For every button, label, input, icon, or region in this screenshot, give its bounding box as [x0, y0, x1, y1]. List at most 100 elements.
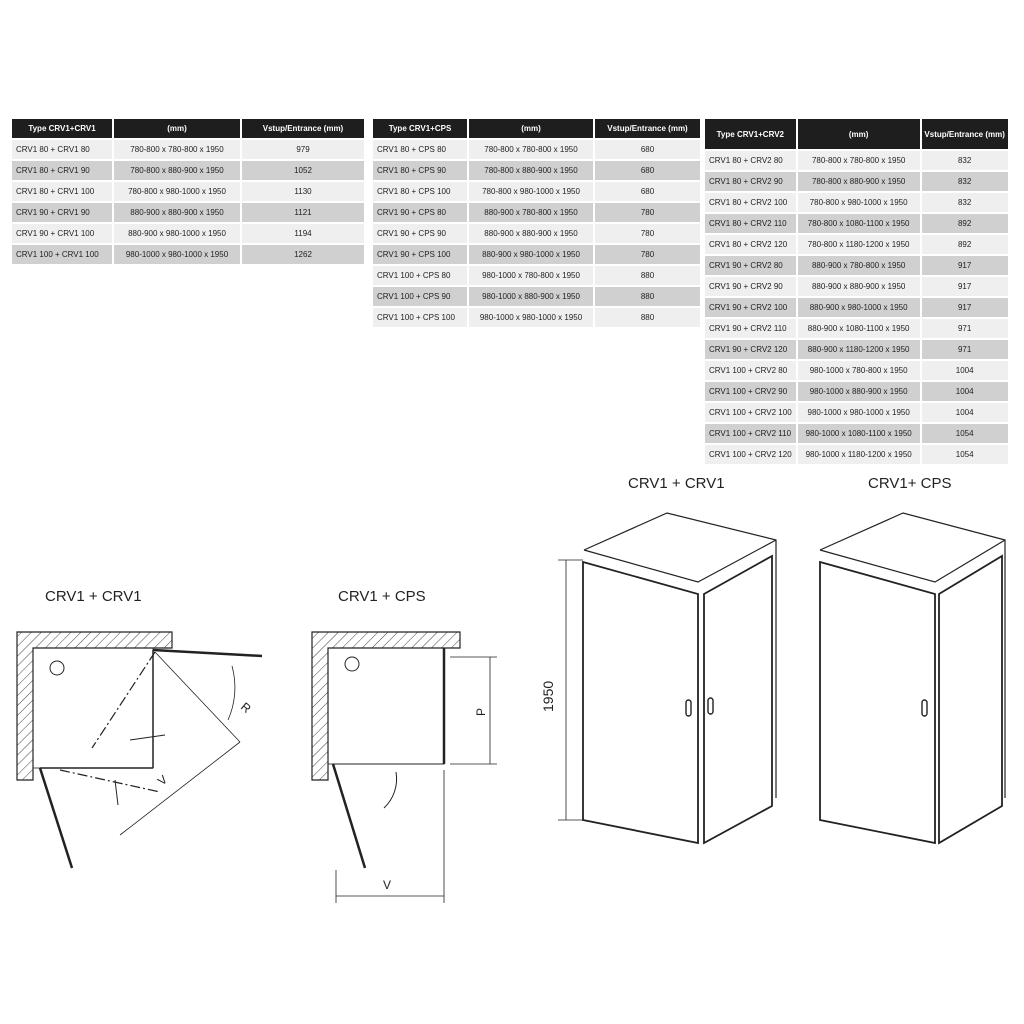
table-cell: 880-900 x 980-1000 x 1950: [797, 298, 920, 317]
table-cell: 880-900 x 880-900 x 1950: [797, 277, 920, 296]
table-cell: 780-800 x 780-800 x 1950: [797, 151, 920, 170]
table-cell: 979: [242, 140, 364, 159]
table-cell: 892: [921, 235, 1008, 254]
table-cell: 832: [921, 172, 1008, 191]
table-cell: 1004: [921, 361, 1008, 380]
iso-crv1-cps: CRV1+ CPS: [819, 475, 1006, 845]
table-crv1-crv1: Type CRV1+CRV1(mm)Vstup/Entrance (mm)CRV…: [10, 117, 366, 266]
column-header: (mm): [469, 119, 593, 138]
front-right-panel: [703, 554, 773, 845]
table-cell: 1004: [921, 382, 1008, 401]
top-front-edges-2: [819, 539, 1006, 583]
table-cell: 917: [921, 256, 1008, 275]
table-cell: 1194: [242, 224, 364, 243]
column-header: Vstup/Entrance (mm): [242, 119, 364, 138]
label-v2: V: [383, 878, 391, 892]
table-cell: 880-900 x 880-900 x 1950: [469, 224, 593, 243]
door-left: [38, 767, 74, 869]
dimension-line: [154, 651, 241, 743]
table-crv1-cps: Type CRV1+CPS(mm)Vstup/Entrance (mm)CRV1…: [371, 117, 702, 329]
table-cell: 1121: [242, 203, 364, 222]
table-cell: CRV1 90 + CPS 80: [373, 203, 467, 222]
table-cell: 980-1000 x 780-800 x 1950: [469, 266, 593, 285]
swing-arc: [227, 665, 236, 721]
table-cell: 832: [921, 193, 1008, 212]
plan-crv1-crv1: CRV1 + CRV1 R V: [16, 588, 263, 869]
plan-crv1-cps: CRV1 + CPS P V: [311, 588, 497, 903]
table-cell: 880-900 x 1080-1100 x 1950: [797, 319, 920, 338]
label-v: V: [155, 772, 170, 788]
iso-right-title: CRV1+ CPS: [868, 475, 952, 492]
table-cell: 880: [595, 308, 700, 327]
table-cell: 980-1000 x 880-900 x 1950: [469, 287, 593, 306]
table-cell: 980-1000 x 980-1000 x 1950: [114, 245, 240, 264]
wall-hatch: [16, 631, 173, 781]
table-cell: 880-900 x 880-900 x 1950: [114, 203, 240, 222]
table-cell: 917: [921, 298, 1008, 317]
table-cell: CRV1 80 + CPS 100: [373, 182, 467, 201]
table-cell: CRV1 90 + CRV1 100: [12, 224, 112, 243]
table-cell: CRV1 100 + CRV2 80: [705, 361, 796, 380]
label-r: R: [238, 700, 254, 717]
side-panel: [938, 554, 1003, 845]
dash-line-2: [59, 769, 161, 793]
top-front-edges: [583, 539, 777, 583]
table-cell: 1052: [242, 161, 364, 180]
table-cell: 1262: [242, 245, 364, 264]
table-cell: CRV1 80 + CRV1 80: [12, 140, 112, 159]
door-panel: [819, 560, 936, 845]
table-cell: 980-1000 x 880-900 x 1950: [797, 382, 920, 401]
table-cell: 971: [921, 319, 1008, 338]
table-cell: 832: [921, 151, 1008, 170]
table-cell: CRV1 80 + CRV1 90: [12, 161, 112, 180]
table-cell: 780: [595, 224, 700, 243]
table-cell: CRV1 80 + CRV1 100: [12, 182, 112, 201]
table-cell: 780-800 x 1180-1200 x 1950: [797, 235, 920, 254]
table-cell: 780-800 x 880-900 x 1950: [114, 161, 240, 180]
table-cell: CRV1 100 + CRV2 110: [705, 424, 796, 443]
table-cell: CRV1 100 + CRV2 120: [705, 445, 796, 464]
table-cell: CRV1 90 + CPS 90: [373, 224, 467, 243]
handle-left: [685, 699, 692, 717]
table-cell: 880-900 x 980-1000 x 1950: [469, 245, 593, 264]
table-cell: CRV1 90 + CRV1 90: [12, 203, 112, 222]
table-cell: 980-1000 x 980-1000 x 1950: [469, 308, 593, 327]
table-cell: CRV1 100 + CRV2 100: [705, 403, 796, 422]
drain-circle: [49, 660, 65, 676]
table-cell: CRV1 100 + CRV1 100: [12, 245, 112, 264]
table-cell: CRV1 90 + CRV2 80: [705, 256, 796, 275]
table-cell: 971: [921, 340, 1008, 359]
column-header: (mm): [114, 119, 240, 138]
shower-tray: [32, 647, 154, 769]
rotation-arrow-2: [114, 779, 119, 806]
table-cell: CRV1 100 + CPS 90: [373, 287, 467, 306]
table-cell: CRV1 80 + CPS 90: [373, 161, 467, 180]
height-label: 1950: [540, 681, 556, 712]
table-cell: CRV1 80 + CRV2 120: [705, 235, 796, 254]
table-cell: 780: [595, 245, 700, 264]
table-cell: 880-900 x 780-800 x 1950: [469, 203, 593, 222]
wall-hatch-2: [311, 631, 461, 781]
table-cell: 917: [921, 277, 1008, 296]
table-cell: 880: [595, 287, 700, 306]
back-edges-2: [819, 512, 1006, 798]
table-cell: 880-900 x 1180-1200 x 1950: [797, 340, 920, 359]
